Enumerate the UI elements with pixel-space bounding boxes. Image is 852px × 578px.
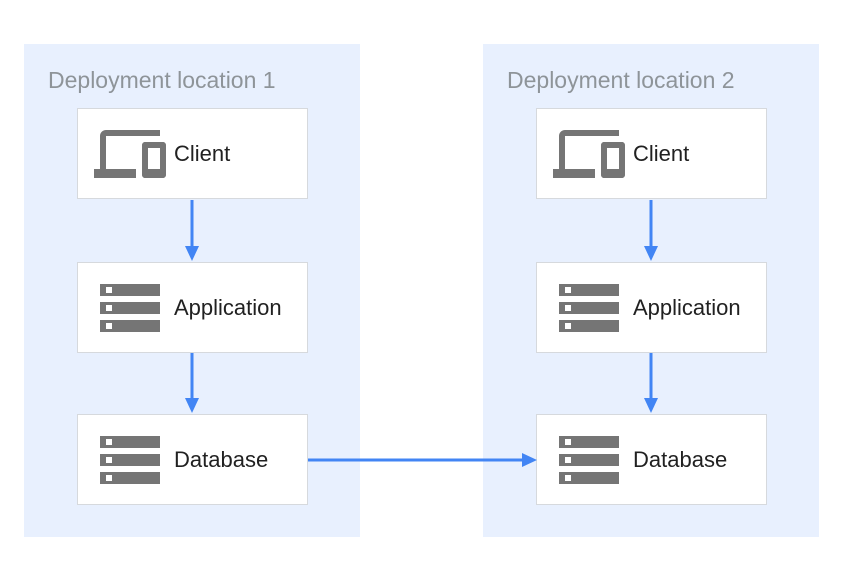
deployment-location-2-panel: Deployment location 2 Client Application… <box>483 44 819 537</box>
panel-title: Deployment location 1 <box>48 67 276 93</box>
application-node-loc1: Application <box>77 262 308 353</box>
node-label: Client <box>633 140 690 166</box>
node-label: Database <box>174 446 269 472</box>
deployment-location-1-panel: Deployment location 1 Client Application… <box>24 44 360 537</box>
node-label: Database <box>633 446 728 472</box>
node-label: Client <box>174 140 231 166</box>
panel-title: Deployment location 2 <box>507 67 735 93</box>
application-node-loc2: Application <box>536 262 767 353</box>
storage-icon <box>94 424 166 496</box>
database-node-loc1: Database <box>77 414 308 505</box>
devices-icon <box>94 118 166 190</box>
client-node-loc1: Client <box>77 108 308 199</box>
storage-icon <box>553 424 625 496</box>
client-node-loc2: Client <box>536 108 767 199</box>
node-label: Application <box>174 294 282 320</box>
storage-icon <box>553 272 625 344</box>
storage-icon <box>94 272 166 344</box>
database-node-loc2: Database <box>536 414 767 505</box>
devices-icon <box>553 118 625 190</box>
node-label: Application <box>633 294 741 320</box>
